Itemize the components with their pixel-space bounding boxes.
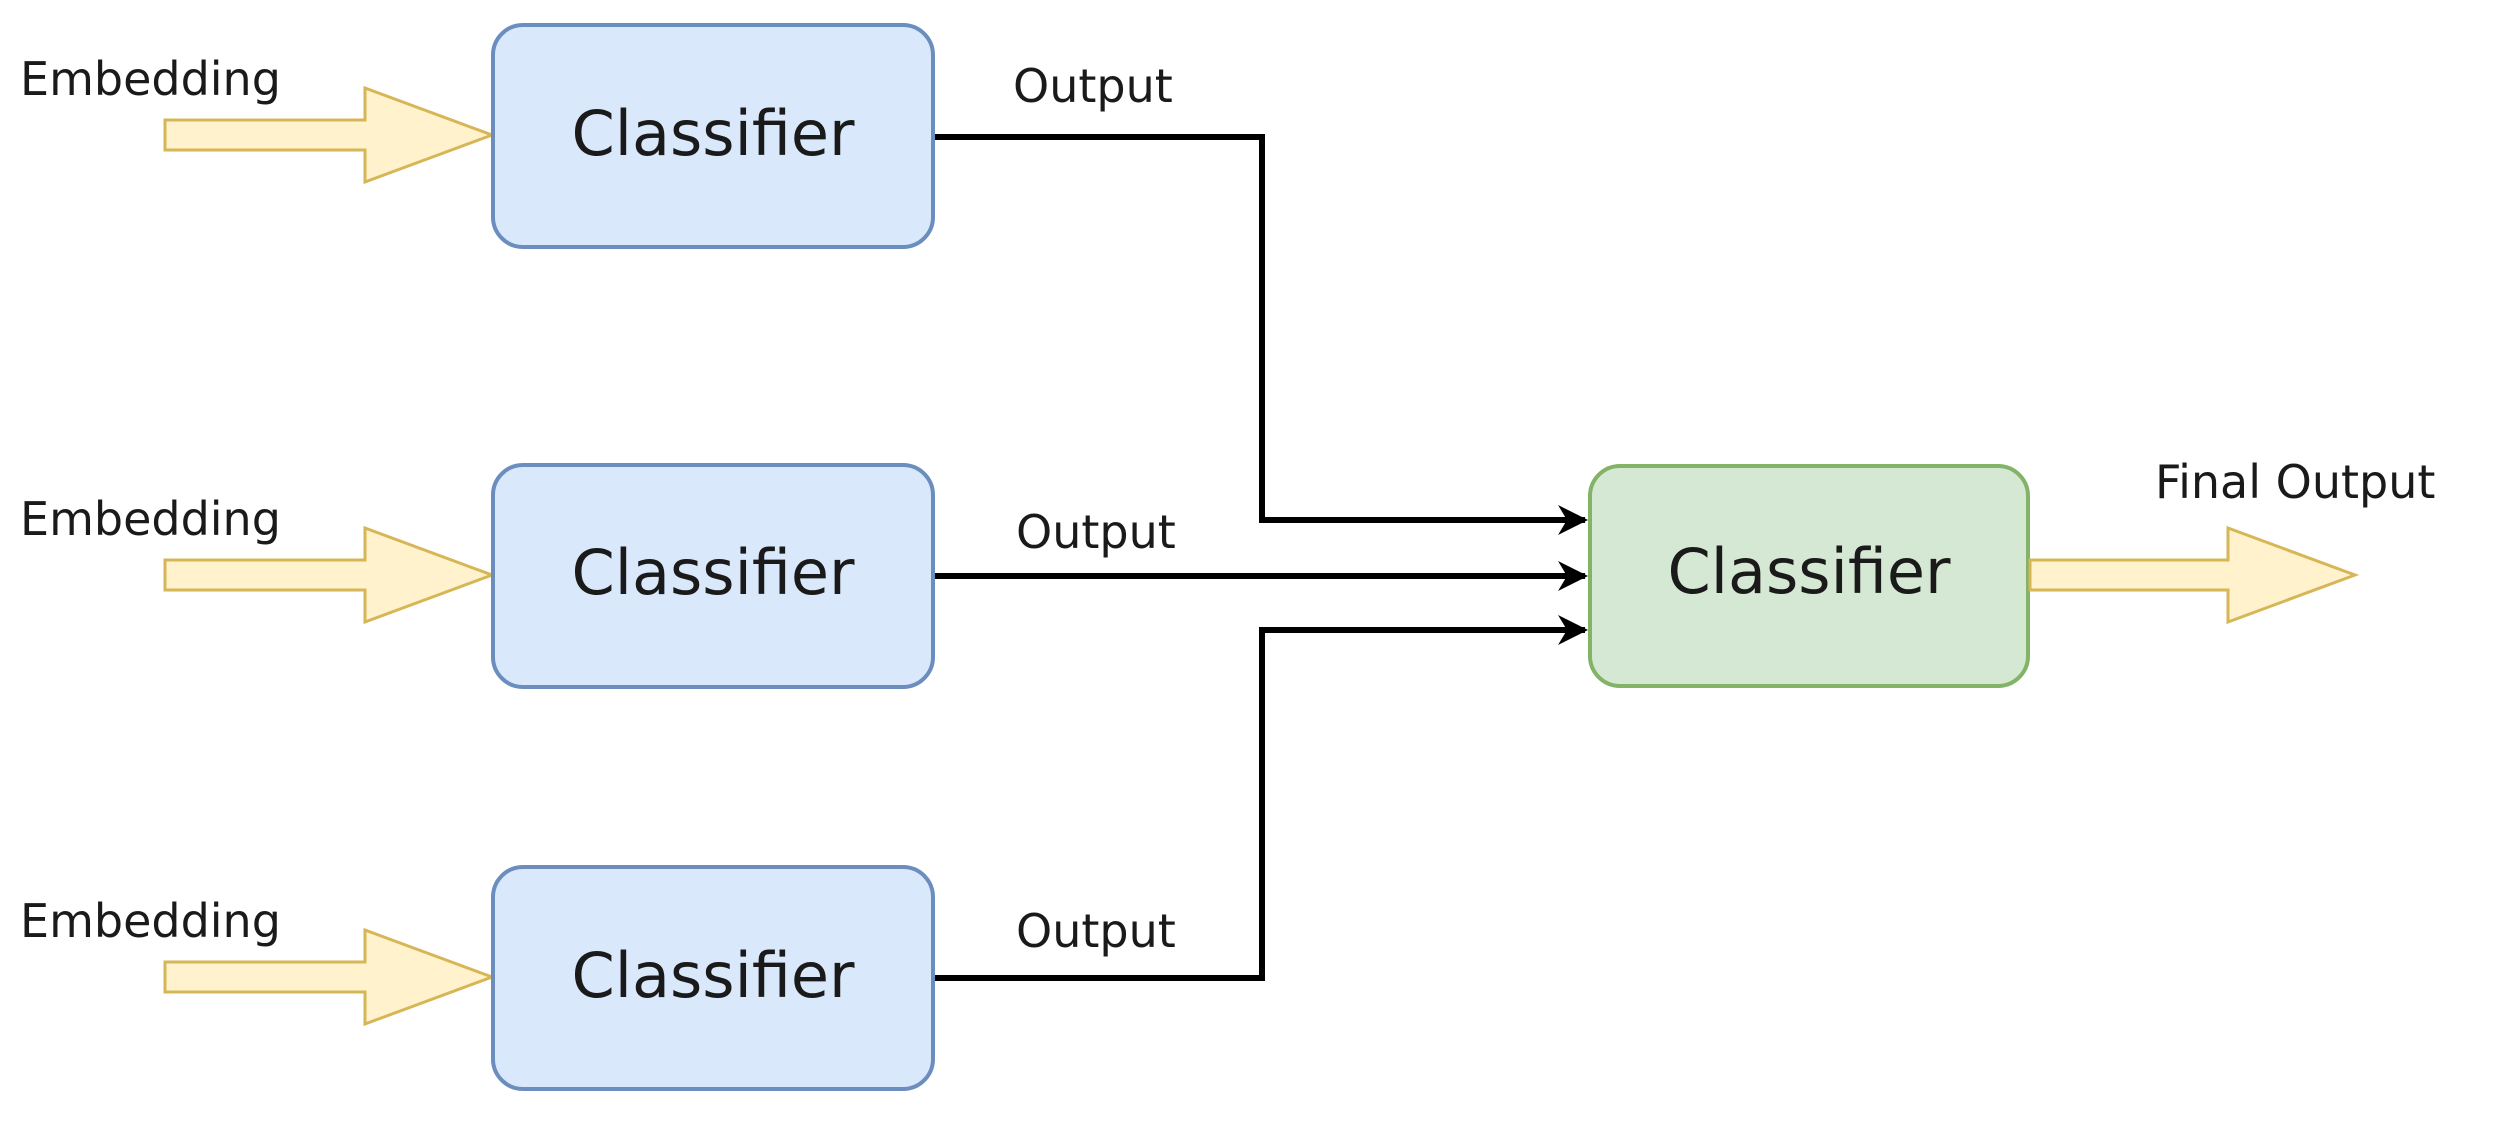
input-arrow-3 [163, 927, 497, 1027]
classifier-label-2: Classifier [571, 536, 855, 609]
edge-label-2: Output [1016, 505, 1176, 559]
edge-3 [935, 615, 1588, 981]
classifier-label-3: Classifier [571, 939, 855, 1012]
classifier-box-3 [491, 865, 935, 1091]
classifier-label-1: Classifier [571, 97, 855, 170]
edge-label-1: Output [1013, 59, 1173, 113]
edge-1 [935, 134, 1588, 535]
input-label-3: Embedding [20, 894, 281, 948]
final-output-label: Final Output [2155, 455, 2435, 509]
final-classifier-box [1588, 464, 2030, 688]
final-output-arrow [2028, 525, 2360, 625]
input-arrow-2 [163, 525, 497, 625]
classifier-box-1 [491, 23, 935, 249]
input-arrow-1 [163, 85, 497, 185]
edge-label-3: Output [1016, 904, 1176, 958]
input-label-1: Embedding [20, 52, 281, 106]
input-label-2: Embedding [20, 492, 281, 546]
classifier-box-2 [491, 463, 935, 689]
final-classifier-label: Classifier [1667, 535, 1951, 608]
